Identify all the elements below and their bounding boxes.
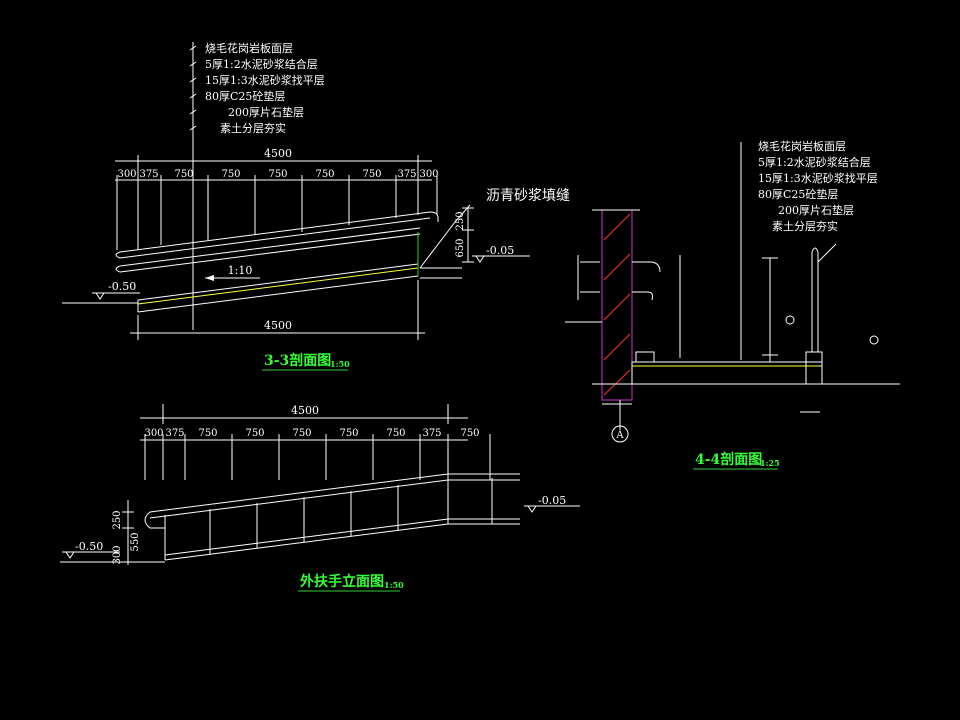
elev-ramp	[164, 523, 520, 561]
handrail-upper-2	[119, 217, 431, 259]
handrail-upper	[119, 211, 439, 253]
wall-hatch	[603, 213, 631, 396]
layer-1: 烧毛花岗岩板面层	[205, 41, 293, 55]
layer-3: 15厚1:3水泥砂浆找平层	[205, 73, 325, 87]
dim-1: 375	[139, 169, 158, 180]
edim-5: 750	[339, 428, 358, 439]
curb-left	[635, 351, 655, 363]
elev-posts	[164, 478, 493, 560]
layer-ticks	[189, 45, 197, 131]
section-4-4: 烧毛花岗岩板面层 5厚1:2水泥砂浆结合层 15厚1:3水泥砂浆找平层 80厚C…	[565, 139, 900, 470]
elev-rail-end	[144, 511, 165, 529]
edim-0: 300	[144, 428, 163, 439]
layer44-1: 烧毛花岗岩板面层	[758, 139, 846, 153]
dim-5: 750	[315, 169, 334, 180]
post-cap	[811, 247, 819, 253]
elev-top-rail-2	[149, 479, 520, 519]
slope-arrowhead	[205, 275, 214, 281]
edim-8: 750	[460, 428, 479, 439]
wall	[601, 209, 633, 401]
level-marker-left	[95, 292, 105, 300]
handrail-lower-2	[119, 233, 421, 273]
edim-6: 750	[386, 428, 405, 439]
level-right: -0.05	[486, 244, 514, 257]
floor-slab	[631, 361, 823, 385]
layer-6: 素土分层夯实	[220, 121, 286, 135]
vdim-650: 650	[455, 238, 466, 257]
layer44-2: 5厚1:2水泥砂浆结合层	[758, 155, 871, 169]
section-44-scale: 1:25	[760, 458, 780, 468]
elevation: 4500 300 375 750 750 750 750 750 375 750	[60, 404, 580, 592]
level-marker-right	[475, 255, 485, 263]
layer-2: 5厚1:2水泥砂浆结合层	[205, 57, 318, 71]
layer44-3: 15厚1:3水泥砂浆找平层	[758, 171, 878, 185]
elev-top-rail	[149, 473, 520, 513]
layer44-6: 素土分层夯实	[772, 219, 838, 233]
dim-total-bottom: 4500	[264, 319, 292, 332]
ramp-top	[137, 263, 419, 301]
dim-0: 300	[117, 169, 136, 180]
level-left: -0.50	[108, 280, 136, 293]
edim-3: 750	[245, 428, 264, 439]
elev-dim-ticks	[144, 434, 491, 480]
dim-6: 750	[362, 169, 381, 180]
dim-total-top: 4500	[264, 147, 292, 160]
handrail-end-upper	[115, 251, 121, 259]
axis-label: A	[615, 430, 624, 441]
layer44-4: 80厚C25砼垫层	[758, 187, 838, 201]
wall-rail-2	[632, 291, 653, 301]
elev-scale: 1:50	[384, 580, 404, 590]
ramp-bottom	[137, 275, 419, 313]
edim-7: 375	[422, 428, 441, 439]
handrail-lower	[119, 227, 421, 267]
dim-7: 375	[397, 169, 416, 180]
edim-2: 750	[198, 428, 217, 439]
vdim-250: 250	[455, 211, 466, 230]
layer-5: 200厚片石垫层	[228, 105, 304, 119]
wall-rail-1	[632, 261, 661, 273]
elev-total: 4500	[291, 404, 319, 417]
edim-4: 750	[292, 428, 311, 439]
handrail-end-lower	[115, 265, 121, 273]
section-33-title: 3-3剖面图	[264, 352, 331, 369]
evdim-550: 550	[130, 532, 141, 551]
layer44-5: 200厚片石垫层	[778, 203, 854, 217]
evdim-250: 250	[112, 510, 123, 529]
joint-leader	[419, 221, 456, 269]
slope-ratio: 1:10	[228, 264, 253, 277]
section-3-3: 烧毛花岗岩板面层 5厚1:2水泥砂浆结合层 15厚1:3水泥砂浆找平层 80厚C…	[62, 41, 570, 371]
layer-4: 80厚C25砼垫层	[205, 89, 285, 103]
section-33-scale: 1:50	[330, 359, 350, 369]
dim-4: 750	[268, 169, 287, 180]
dim-ticks	[116, 155, 438, 250]
joint-label: 沥青砂浆填缝	[486, 188, 570, 204]
edim-1: 375	[165, 428, 184, 439]
elev-level-left: -0.50	[75, 540, 103, 553]
section-44-title: 4-4剖面图	[695, 451, 762, 468]
dim-8: 300	[419, 169, 438, 180]
evdim-300: 300	[112, 545, 123, 564]
elev-level-right: -0.05	[538, 494, 566, 507]
curb-right	[805, 351, 823, 385]
dim-3: 750	[221, 169, 240, 180]
axis-bubble	[611, 425, 629, 443]
dim-2: 750	[174, 169, 193, 180]
elev-title: 外扶手立面图	[300, 573, 384, 590]
ramp-surface	[137, 267, 419, 305]
